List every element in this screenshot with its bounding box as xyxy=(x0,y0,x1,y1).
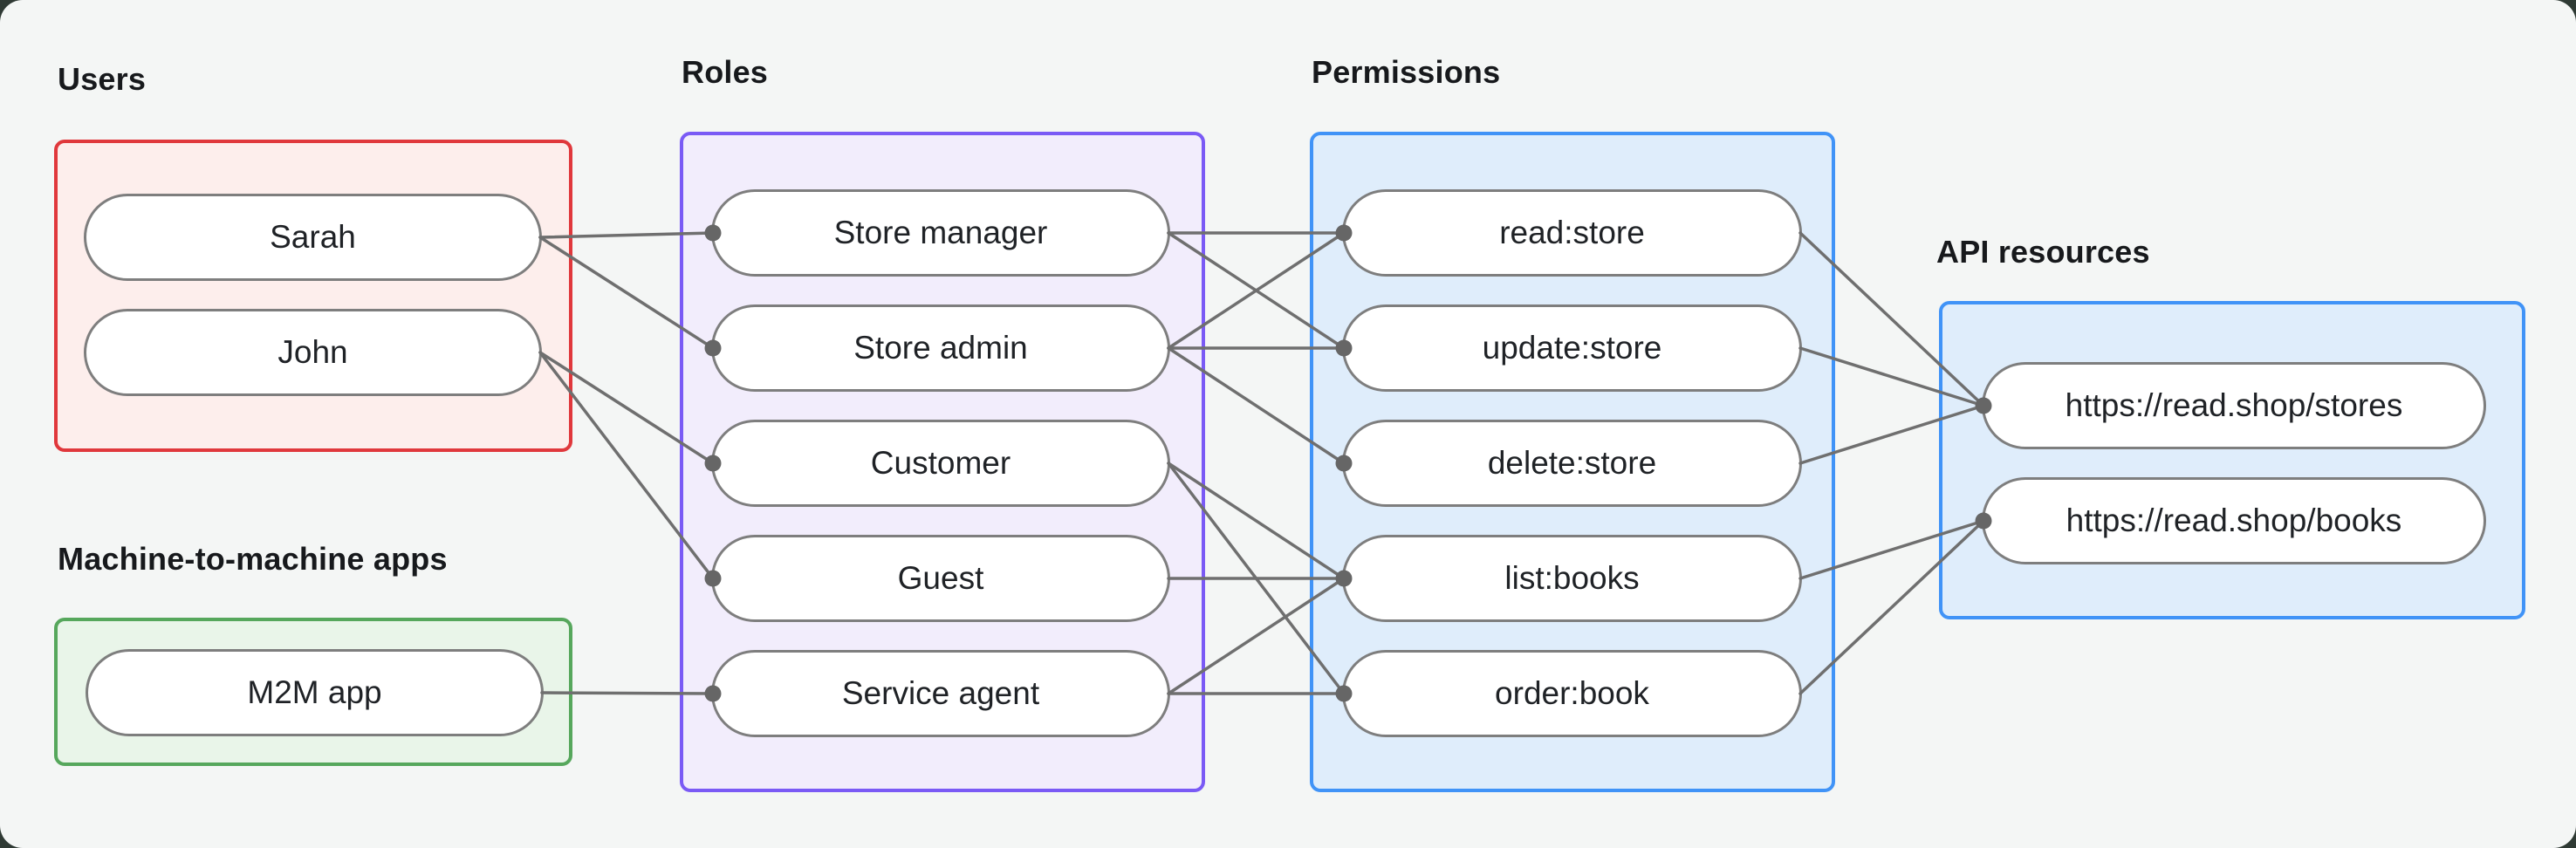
roles-group-label: Roles xyxy=(682,54,769,90)
user-node-john: John xyxy=(84,309,542,396)
user-node-sarah: Sarah xyxy=(84,194,542,281)
users-group-label: Users xyxy=(58,61,147,97)
m2m-apps-group-label: Machine-to-machine apps xyxy=(58,541,448,577)
permission-node-read-store: read:store xyxy=(1342,189,1802,277)
permission-node-delete-store: delete:store xyxy=(1342,420,1802,507)
m2m-app-node: M2M app xyxy=(86,649,544,736)
api-resources-group-box xyxy=(1939,301,2525,619)
api-resources-group-label: API resources xyxy=(1936,234,2150,270)
api-resource-node-books: https://read.shop/books xyxy=(1982,477,2486,564)
api-resource-node-stores: https://read.shop/stores xyxy=(1982,362,2486,449)
role-node-customer: Customer xyxy=(711,420,1170,507)
role-node-store-manager: Store manager xyxy=(711,189,1170,277)
role-node-store-admin: Store admin xyxy=(711,304,1170,392)
role-node-service-agent: Service agent xyxy=(711,650,1170,737)
permission-node-update-store: update:store xyxy=(1342,304,1802,392)
permission-node-list-books: list:books xyxy=(1342,535,1802,622)
permission-node-order-book: order:book xyxy=(1342,650,1802,737)
users-group-box xyxy=(54,140,572,452)
role-node-guest: Guest xyxy=(711,535,1170,622)
permissions-group-label: Permissions xyxy=(1312,54,1501,90)
